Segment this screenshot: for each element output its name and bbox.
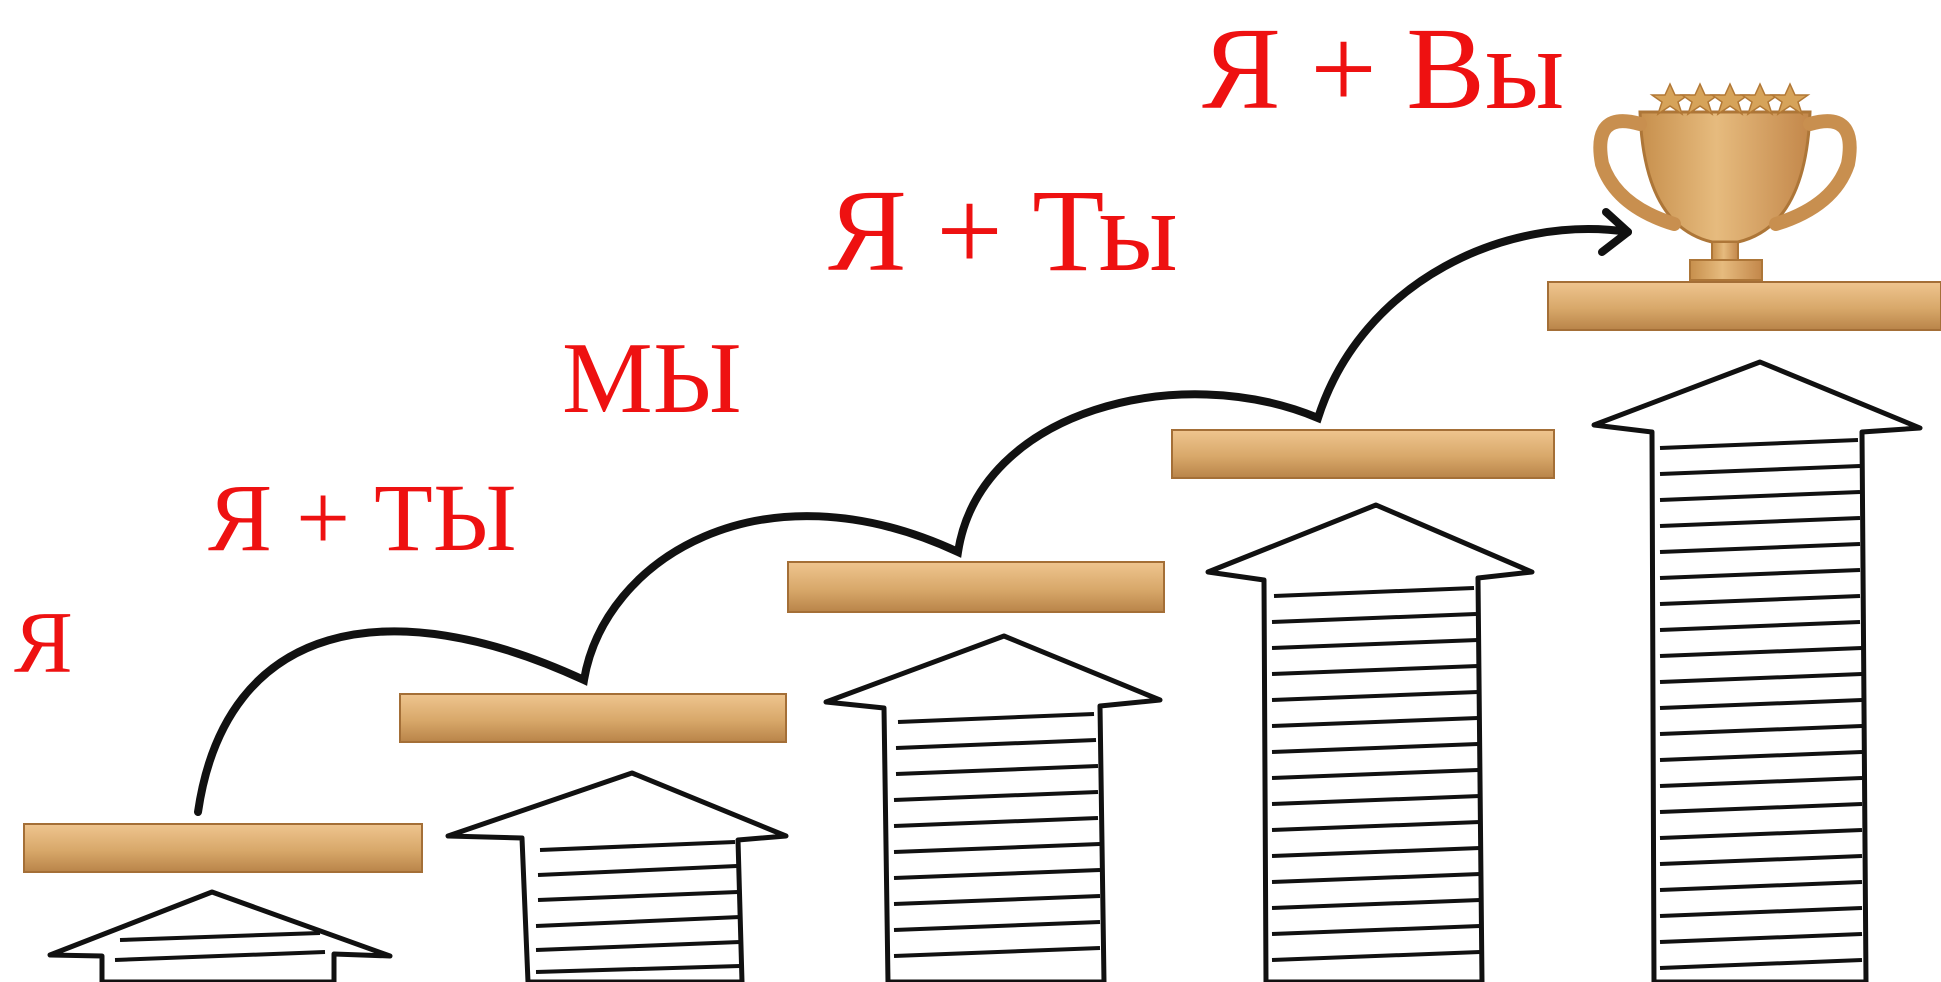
star-icon bbox=[1769, 82, 1811, 116]
step-label-3: МЫ bbox=[562, 322, 742, 435]
rating-stars bbox=[1649, 82, 1811, 116]
step-label-4: Я + Ты bbox=[828, 165, 1178, 296]
star-icon bbox=[1739, 82, 1781, 116]
star-icon bbox=[1679, 82, 1721, 116]
wooden-steps bbox=[23, 281, 1941, 873]
progress-curve bbox=[194, 225, 1632, 816]
wooden-step bbox=[787, 561, 1165, 613]
up-arrow-icon bbox=[47, 889, 393, 982]
wooden-step bbox=[23, 823, 423, 873]
step-label-1: Я bbox=[14, 595, 73, 692]
trophy-icon bbox=[1593, 110, 1857, 281]
arrowhead-icon bbox=[1598, 208, 1632, 256]
wooden-step bbox=[399, 693, 787, 743]
wooden-step bbox=[1171, 429, 1555, 479]
step-label-5: Я + Вы bbox=[1202, 3, 1565, 134]
star-icon bbox=[1709, 82, 1751, 116]
up-arrow-icon bbox=[823, 633, 1163, 982]
star-icon bbox=[1649, 82, 1691, 116]
step-label-2: Я + ТЫ bbox=[208, 464, 517, 571]
up-arrow-icon bbox=[1205, 502, 1535, 982]
up-arrow-icon bbox=[1591, 359, 1923, 982]
up-arrow-icon bbox=[445, 770, 789, 982]
wooden-step bbox=[1547, 281, 1941, 331]
